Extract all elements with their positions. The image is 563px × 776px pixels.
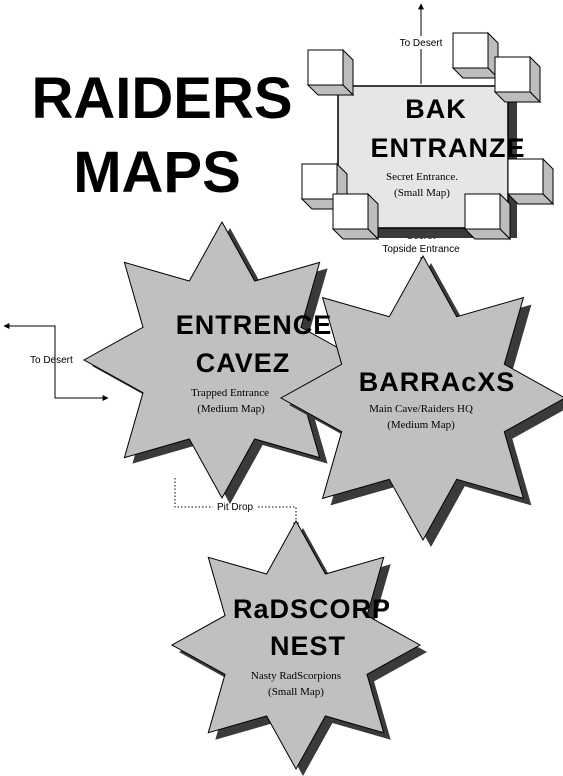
radscorp-name-line-1: RaDSCORP: [233, 594, 391, 624]
corner-room-cube: [306, 48, 355, 97]
bak-name-line-1: BAK: [405, 94, 467, 124]
entrence-labels: ENTRENCE CAVEZ Trapped Entrance (Medium …: [176, 310, 333, 415]
bak-desc-line-2: (Small Map): [394, 187, 450, 199]
title-line-2: MAPS: [73, 140, 241, 205]
bak-desc-line-1: Secret Entrance.: [386, 171, 458, 183]
radscorp-name-line-2: NEST: [270, 631, 346, 661]
bak-corner-rooms: [300, 31, 555, 241]
barracxs-name: BARRAcXS: [359, 367, 516, 397]
corner-room-cube: [493, 55, 542, 104]
entrence-name-line-1: ENTRENCE: [176, 310, 333, 340]
entrence-star: [82, 220, 362, 500]
barracxs-desc-line-1: Main Cave/Raiders HQ: [369, 403, 473, 415]
barracxs-star: [279, 254, 563, 542]
corner-room-cube: [331, 192, 380, 241]
corner-room-cube: [463, 192, 512, 241]
entrence-desc-line-2: (Medium Map): [197, 403, 265, 415]
pit-drop-label: Pit Drop: [217, 502, 254, 513]
radscorp-desc-line-1: Nasty RadScorpions: [251, 670, 341, 682]
node-barracxs[interactable]: BARRAcXS Main Cave/Raiders HQ (Medium Ma…: [279, 254, 563, 547]
secret-label-line-2: Topside Entrance: [382, 244, 460, 255]
entrence-name-line-2: CAVEZ: [196, 348, 291, 378]
barracxs-desc-line-2: (Medium Map): [387, 419, 455, 431]
node-radscorp-nest[interactable]: RaDSCORP NEST Nasty RadScorpions (Small …: [170, 519, 427, 776]
corner-room-cube: [451, 31, 500, 80]
corner-room-cube: [506, 157, 555, 206]
to-desert-left-label: To Desert: [30, 355, 73, 366]
entrence-desc-line-1: Trapped Entrance: [191, 387, 269, 399]
node-entrence-cavez[interactable]: [82, 220, 368, 504]
pit-drop-connector: [174, 478, 299, 529]
to-desert-left-connector: [3, 323, 108, 399]
page-title: RAIDERS MAPS: [31, 66, 292, 205]
radscorp-star: [170, 519, 422, 771]
to-desert-top-label: To Desert: [400, 38, 443, 49]
node-bak-entranze[interactable]: BAK ENTRANZE Secret Entrance. (Small Map…: [300, 31, 555, 241]
radscorp-desc-line-2: (Small Map): [268, 686, 324, 698]
title-line-1: RAIDERS: [31, 66, 292, 131]
bak-name-line-2: ENTRANZE: [371, 133, 526, 163]
